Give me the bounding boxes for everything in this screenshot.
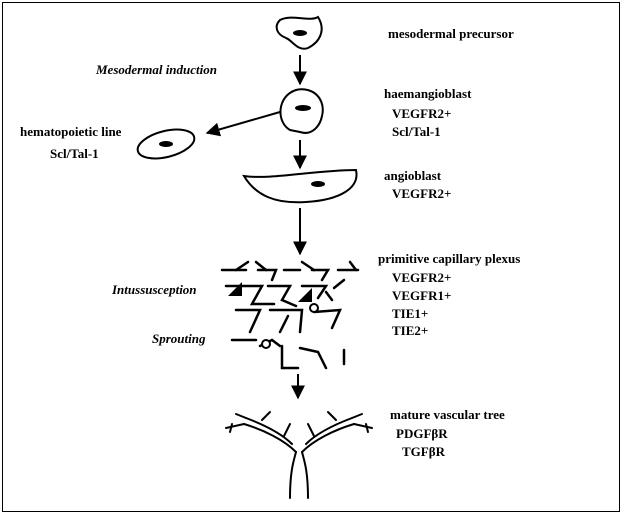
intussusception-wedge-2 — [298, 288, 312, 302]
label-hematopoietic-line: hematopoietic line — [20, 124, 122, 139]
label-angioblast-marker: VEGFR2+ — [392, 186, 452, 201]
label-haemangioblast-marker-1: VEGFR2+ — [392, 106, 452, 121]
arrow-haemangioblast-to-hematopoietic — [205, 111, 281, 137]
label-plexus-marker-1: VEGFR2+ — [392, 270, 452, 285]
label-mesodermal-induction: Mesodermal induction — [96, 62, 217, 77]
label-hematopoietic-marker: Scl/Tal-1 — [50, 146, 99, 161]
mature-vascular-tree — [225, 411, 373, 499]
figure-border — [2, 2, 620, 512]
mesodermal-precursor-cell — [275, 15, 323, 50]
sprout-node-2 — [261, 339, 271, 349]
label-intussusception: Intussusception — [112, 282, 197, 297]
hematopoietic-cell — [136, 128, 196, 160]
intussusception-wedge-1 — [228, 282, 242, 296]
label-plexus-marker-3: TIE1+ — [392, 306, 429, 321]
label-mesodermal-precursor: mesodermal precursor — [388, 26, 514, 41]
angioblast-cell — [242, 168, 358, 204]
label-angioblast: angioblast — [384, 168, 442, 183]
label-primitive-capillary-plexus: primitive capillary plexus — [378, 251, 521, 266]
sprout-node-1 — [309, 303, 319, 313]
label-plexus-marker-4: TIE2+ — [392, 323, 429, 338]
label-sprouting: Sprouting — [152, 331, 206, 346]
haemangioblast-cell — [279, 88, 324, 134]
label-plexus-marker-2: VEGFR1+ — [392, 288, 452, 303]
label-haemangioblast: haemangioblast — [384, 86, 472, 101]
label-mature-vascular-tree: mature vascular tree — [390, 407, 505, 422]
primitive-capillary-plexus — [220, 260, 360, 370]
label-haemangioblast-marker-2: Scl/Tal-1 — [392, 124, 441, 139]
label-tree-marker-1: PDGFβR — [396, 426, 448, 441]
label-tree-marker-2: TGFβR — [402, 444, 445, 459]
